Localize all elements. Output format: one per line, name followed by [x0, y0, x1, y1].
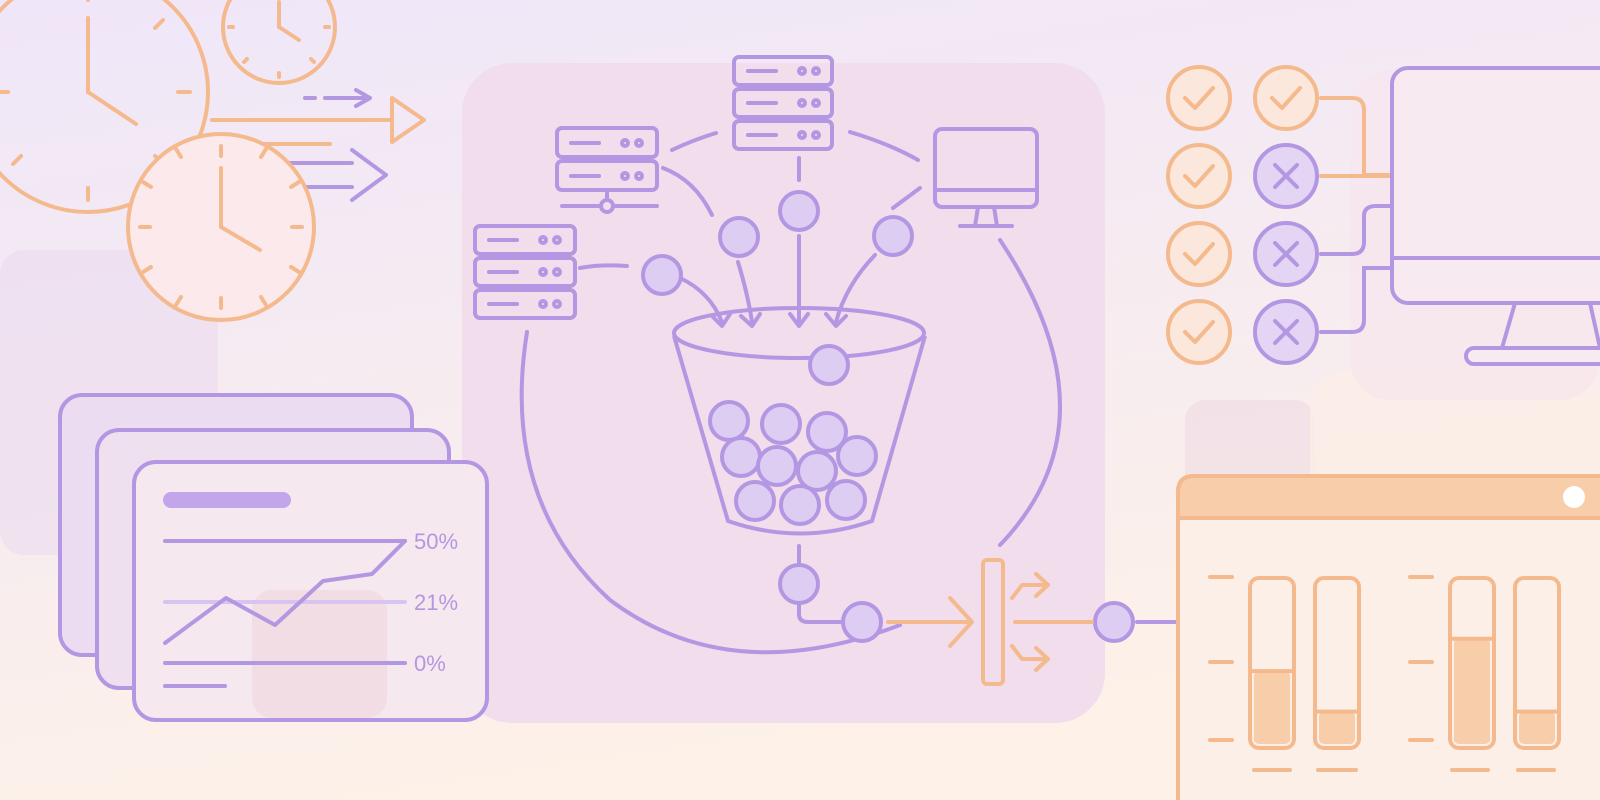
- gauge-fill: [1319, 711, 1355, 744]
- card-title-bar: [163, 492, 291, 508]
- data-dot-icon: [641, 190, 1135, 643]
- clock-icon: [221, 0, 337, 85]
- gauge-fill: [1454, 638, 1490, 744]
- bar-gauges: [1248, 576, 1561, 750]
- window-button[interactable]: [1563, 486, 1585, 508]
- pct-label-high: 50%: [414, 529, 458, 554]
- server-icon: [473, 224, 577, 320]
- gauge-tube: [1248, 576, 1296, 750]
- server-icon: [732, 55, 834, 151]
- gauge-tube: [1313, 576, 1361, 750]
- browser-window-icon: [1176, 474, 1600, 800]
- output-connectors: [797, 544, 1177, 648]
- gauge-tube: [1513, 576, 1561, 750]
- cycle-arcs: [519, 130, 1062, 655]
- switch-icon: [981, 558, 1050, 686]
- pipeline-panel: [462, 63, 1105, 723]
- pct-label-low: 0%: [414, 651, 446, 676]
- cross-icon: [1253, 143, 1319, 365]
- feed-arrows: [578, 156, 877, 328]
- bar-gauge-icon: [1208, 575, 1556, 772]
- line-chart-icon: [163, 539, 407, 688]
- pct-label-mid: 21%: [414, 590, 458, 615]
- trend-line: [163, 539, 407, 645]
- monitor-icon: [1390, 66, 1600, 366]
- gauge-fill: [1519, 711, 1555, 744]
- clock-icon: [126, 132, 316, 322]
- funnel-icon: [672, 306, 927, 536]
- gauge-tube: [1448, 576, 1496, 750]
- clock-icon: [0, 0, 210, 214]
- checklist-connectors: [1319, 96, 1392, 334]
- arrow-icon: [303, 88, 372, 108]
- server-icon: [555, 126, 659, 214]
- card-shadow-block: [252, 590, 387, 718]
- monitor-icon: [933, 127, 1039, 228]
- check-icon: [1166, 65, 1319, 365]
- gauge-fill: [1254, 671, 1290, 744]
